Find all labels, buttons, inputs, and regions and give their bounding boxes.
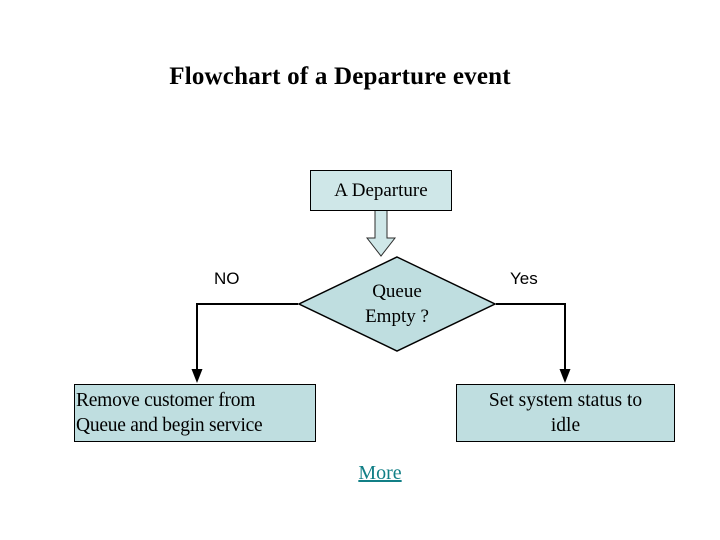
connector-no-icon <box>191 303 298 383</box>
diamond-shape-icon <box>298 256 496 352</box>
node-set-idle-line2: idle <box>550 415 581 436</box>
node-set-idle[interactable]: Set system status to idle <box>456 384 675 442</box>
node-remove-customer-line2: Queue and begin service <box>76 415 263 436</box>
node-remove-customer-label: Remove customer from Queue and begin ser… <box>75 388 315 438</box>
node-a-departure[interactable]: A Departure <box>310 170 452 211</box>
connector-start-to-decision-icon <box>365 209 397 257</box>
more-link[interactable]: More <box>358 462 402 484</box>
page-title: Flowchart of a Departure event <box>169 63 511 90</box>
node-remove-customer-line1: Remove customer from <box>76 390 256 411</box>
node-queue-empty[interactable]: Queue Empty ? <box>298 256 496 352</box>
node-remove-customer[interactable]: Remove customer from Queue and begin ser… <box>74 384 316 442</box>
branch-label-yes: Yes <box>510 269 538 288</box>
branch-label-no: NO <box>214 269 240 288</box>
node-a-departure-label: A Departure <box>334 180 428 201</box>
connector-yes-icon <box>496 303 571 383</box>
node-set-idle-label: Set system status to idle <box>457 388 674 438</box>
node-set-idle-line1: Set system status to <box>488 390 643 411</box>
